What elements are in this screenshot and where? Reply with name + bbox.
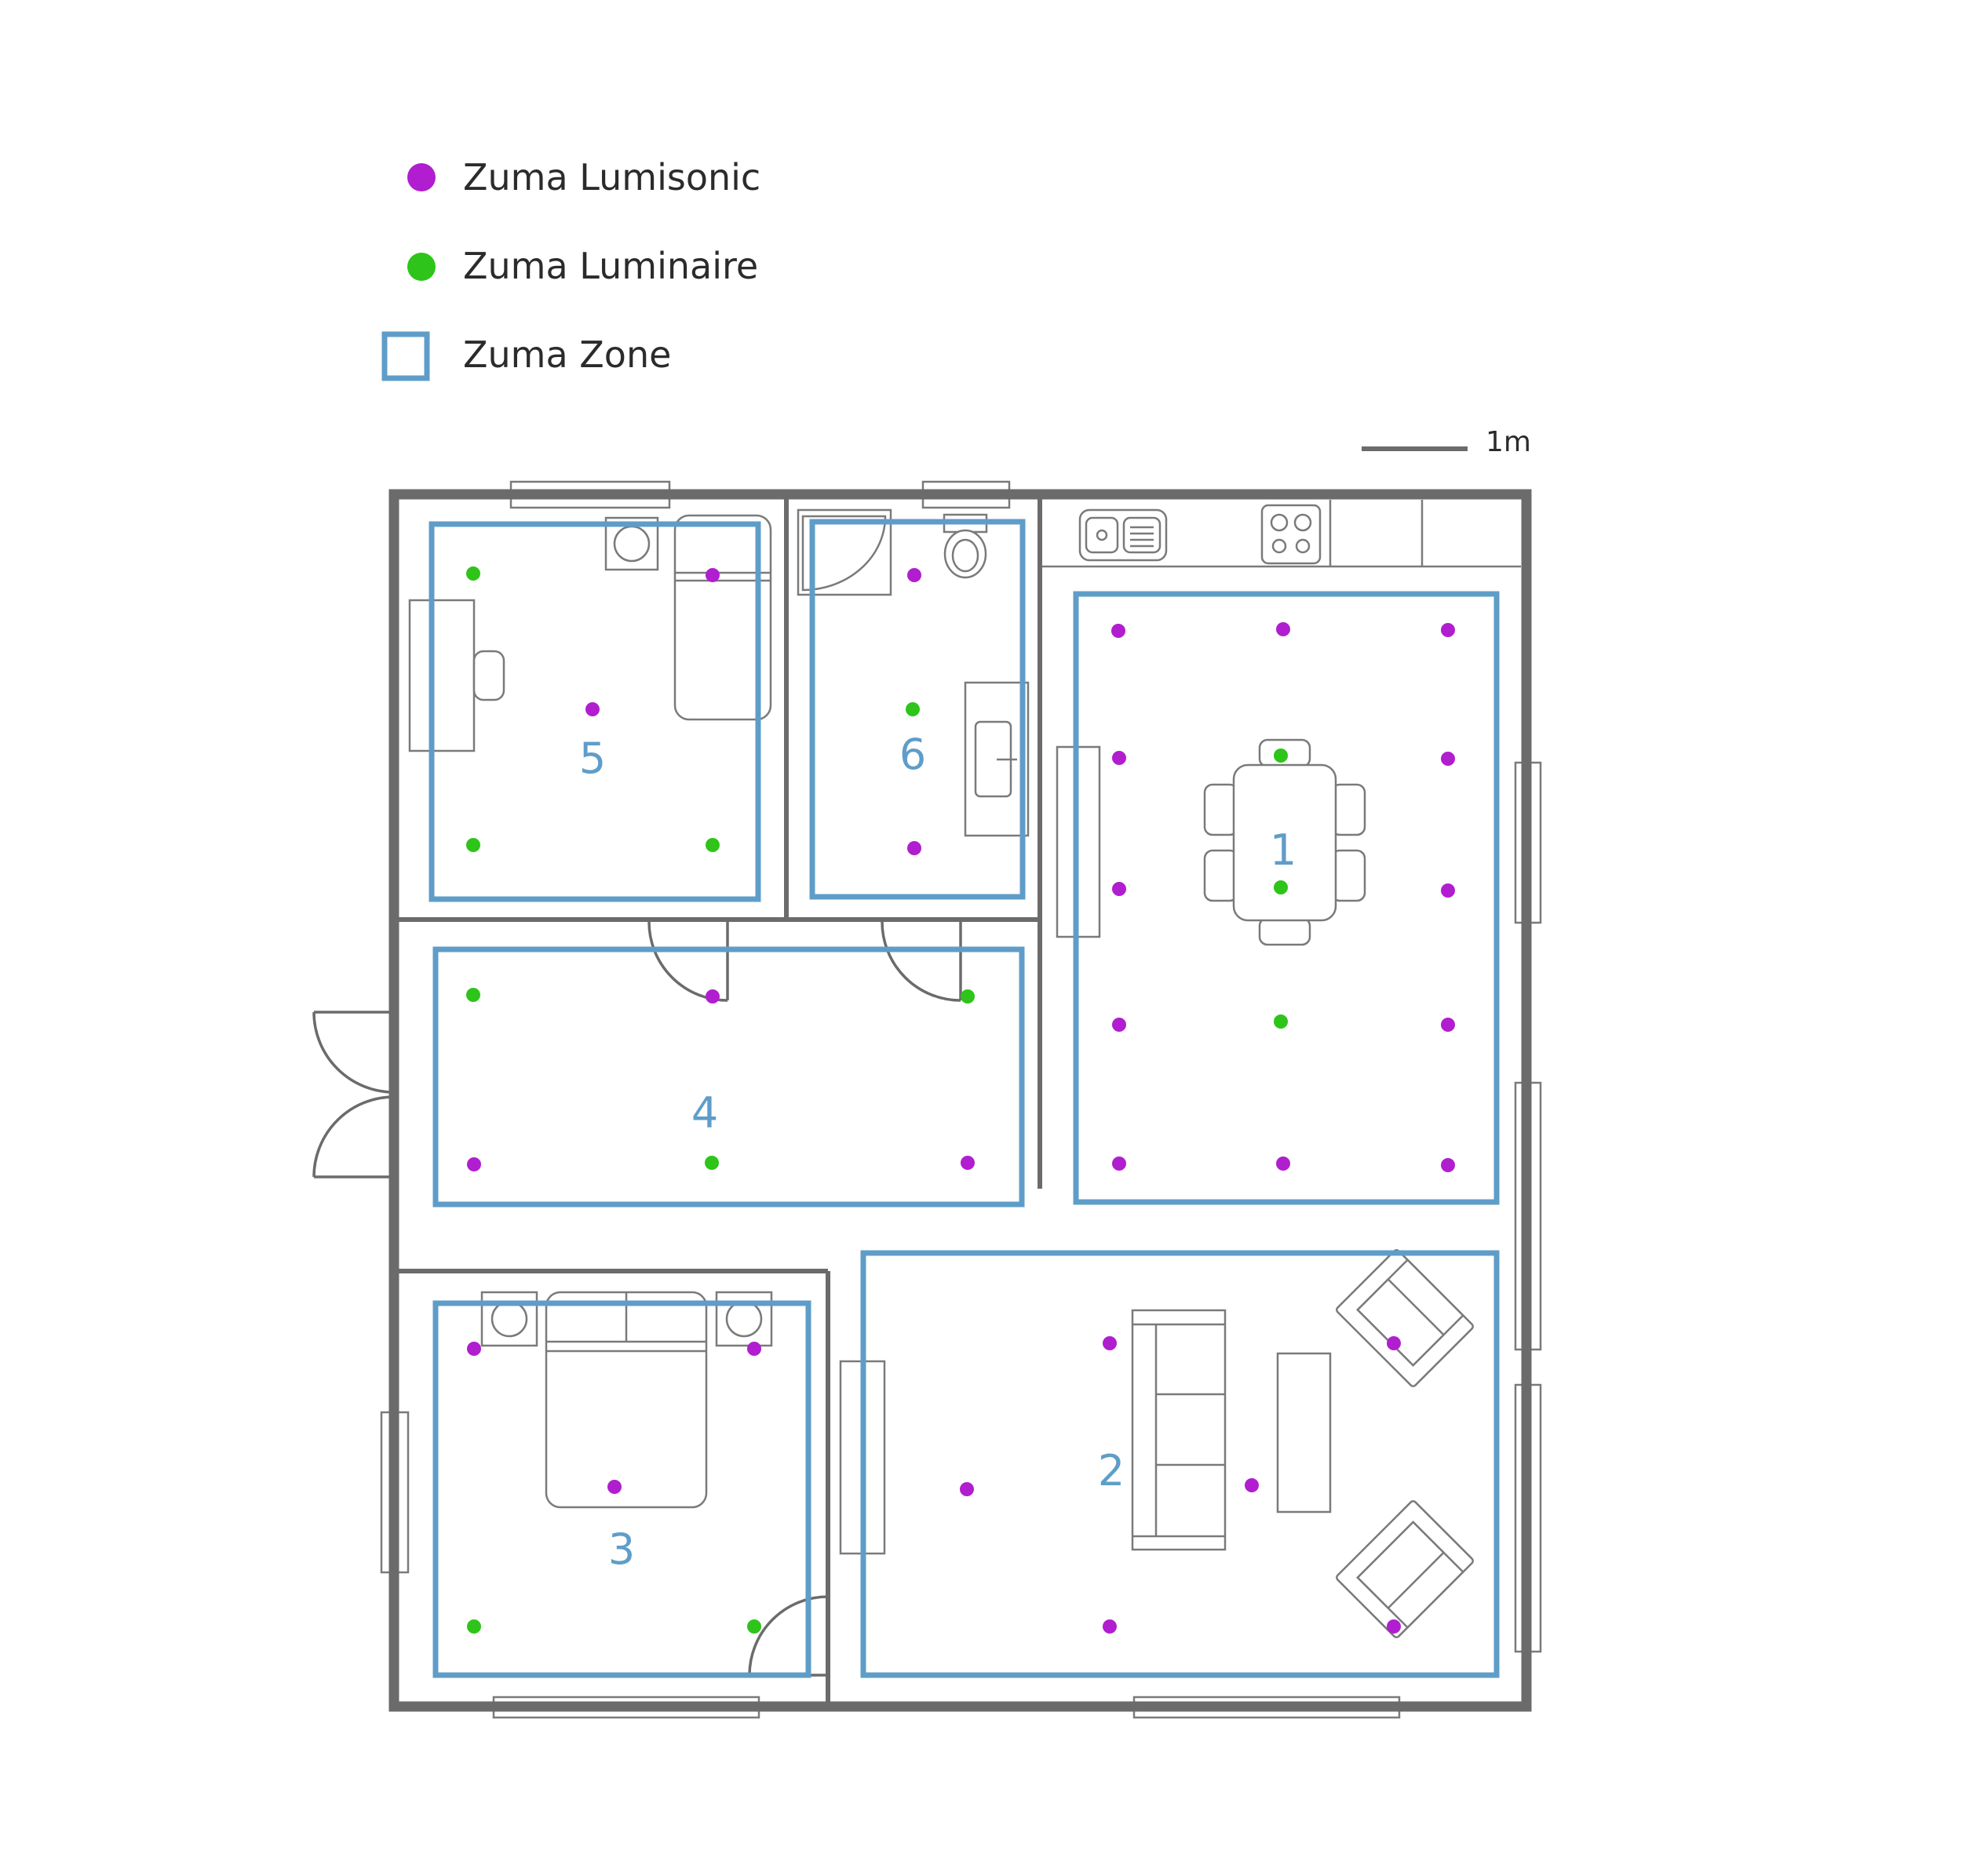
toilet-seat xyxy=(951,538,979,573)
zone-5-label: 5 xyxy=(579,734,606,783)
luminaire-dot[interactable] xyxy=(466,988,480,1002)
zone-4-label: 4 xyxy=(691,1088,718,1138)
legend-luminaire-marker xyxy=(407,253,436,281)
zones: 1 2 3 4 5 6 xyxy=(429,519,1500,1678)
lumisonic-dot[interactable] xyxy=(1111,624,1125,638)
zone-1[interactable] xyxy=(1073,591,1500,1205)
lamp-room3-left-icon xyxy=(491,1300,528,1338)
zone-3[interactable] xyxy=(432,1300,811,1678)
lumisonic-dot[interactable] xyxy=(1441,623,1455,637)
luminaire-dot[interactable] xyxy=(906,702,920,716)
lumisonic-dot[interactable] xyxy=(1245,1478,1259,1492)
armchair-top xyxy=(1336,1249,1474,1387)
zone-2[interactable] xyxy=(860,1250,1500,1678)
luminaire-dot[interactable] xyxy=(466,838,480,852)
hob-burner-3 xyxy=(1271,538,1287,554)
lumisonic-dot[interactable] xyxy=(1276,622,1290,636)
desk-chair xyxy=(472,650,505,701)
dining-table xyxy=(1232,763,1337,922)
entry-door-arc-2 xyxy=(312,1095,395,1178)
lamp-room5-icon xyxy=(613,525,651,563)
armchair-bottom xyxy=(1336,1500,1474,1638)
lumisonic-dot[interactable] xyxy=(1103,1336,1117,1350)
lumisonic-dot[interactable] xyxy=(1387,1336,1401,1350)
luminaire-dot[interactable] xyxy=(705,1156,719,1170)
lumisonic-dot[interactable] xyxy=(1441,883,1455,898)
door-room3-arc xyxy=(748,1595,829,1676)
luminaire-dot[interactable] xyxy=(1274,1014,1288,1029)
luminaire-dot[interactable] xyxy=(467,1619,481,1634)
luminaire-dot[interactable] xyxy=(961,989,975,1004)
hob-burner-4 xyxy=(1295,538,1311,554)
desk xyxy=(408,599,476,752)
scale-bar: 1m xyxy=(1362,426,1531,458)
kitchen-sink-tap-icon xyxy=(1096,529,1108,541)
lumisonic-dot[interactable] xyxy=(607,1480,622,1494)
dining-chair-left-2 xyxy=(1203,849,1239,902)
lamp-room3-right-icon xyxy=(725,1300,763,1338)
hob-burner-1 xyxy=(1270,513,1289,532)
lumisonic-dot[interactable] xyxy=(1276,1157,1290,1171)
coffee-table xyxy=(1276,1352,1332,1514)
sofa xyxy=(1131,1309,1227,1551)
hob-burner-2 xyxy=(1293,513,1312,532)
legend-zone-label: Zuma Zone xyxy=(463,333,671,376)
walls xyxy=(388,489,1532,1712)
lumisonic-dot[interactable] xyxy=(1387,1619,1401,1634)
lumisonic-dot[interactable] xyxy=(747,1342,761,1356)
dining-chair-left-1 xyxy=(1203,783,1239,836)
zone-6[interactable] xyxy=(809,519,1026,900)
legend-lumisonic-marker xyxy=(407,163,436,191)
furniture xyxy=(408,500,1521,1638)
luminaire-dot[interactable] xyxy=(747,1619,761,1634)
luminaire-dot[interactable] xyxy=(1274,880,1288,894)
lumisonic-dot[interactable] xyxy=(706,989,720,1004)
lumisonic-dot[interactable] xyxy=(961,1156,975,1170)
door-room6-arc xyxy=(881,921,961,1002)
exterior-wall xyxy=(388,489,1532,1712)
luminaire-devices xyxy=(466,566,1288,1634)
lumisonic-dot[interactable] xyxy=(1441,1158,1455,1172)
lumisonic-dot[interactable] xyxy=(907,568,921,582)
lumisonic-dot[interactable] xyxy=(706,568,720,582)
luminaire-dot[interactable] xyxy=(466,566,480,581)
dining-chair-right-1 xyxy=(1330,783,1366,836)
zone-5[interactable] xyxy=(429,521,761,902)
lumisonic-dot[interactable] xyxy=(1441,1018,1455,1032)
lumisonic-dot[interactable] xyxy=(1112,882,1126,896)
lumisonic-dot[interactable] xyxy=(907,841,921,855)
lumisonic-dot[interactable] xyxy=(960,1482,974,1496)
kitchen-sink-drainer xyxy=(1122,516,1162,554)
door-room5-arc xyxy=(647,921,728,1002)
luminaire-dot[interactable] xyxy=(706,838,720,852)
dining-chair-bottom xyxy=(1258,916,1311,946)
legend-lumisonic-label: Zuma Lumisonic xyxy=(463,156,760,199)
zone-2-label: 2 xyxy=(1098,1446,1125,1495)
entry-door-arc-1 xyxy=(312,1011,395,1094)
windows xyxy=(380,480,1542,1719)
zone-6-label: 6 xyxy=(899,730,926,779)
lumisonic-devices xyxy=(467,568,1455,1634)
luminaire-dot[interactable] xyxy=(1274,749,1288,763)
scale-label: 1m xyxy=(1486,426,1531,458)
zone-1-label: 1 xyxy=(1270,825,1296,875)
hob xyxy=(1260,504,1322,565)
legend: Zuma Lumisonic Zuma Luminaire Zuma Zone xyxy=(381,156,760,381)
zone-4[interactable] xyxy=(432,946,1025,1208)
lumisonic-dot[interactable] xyxy=(1112,1018,1126,1032)
lumisonic-dot[interactable] xyxy=(1441,752,1455,766)
zone-3-label: 3 xyxy=(608,1524,635,1574)
legend-luminaire-label: Zuma Luminaire xyxy=(463,245,758,287)
lumisonic-dot[interactable] xyxy=(467,1342,481,1356)
lumisonic-dot[interactable] xyxy=(585,702,600,716)
legend-zone-marker xyxy=(381,331,430,381)
lumisonic-dot[interactable] xyxy=(1103,1619,1117,1634)
single-bed xyxy=(673,514,772,721)
dining-chair-right-2 xyxy=(1330,849,1366,902)
lumisonic-dot[interactable] xyxy=(467,1157,481,1171)
lumisonic-dot[interactable] xyxy=(1112,751,1126,765)
lumisonic-dot[interactable] xyxy=(1112,1157,1126,1171)
